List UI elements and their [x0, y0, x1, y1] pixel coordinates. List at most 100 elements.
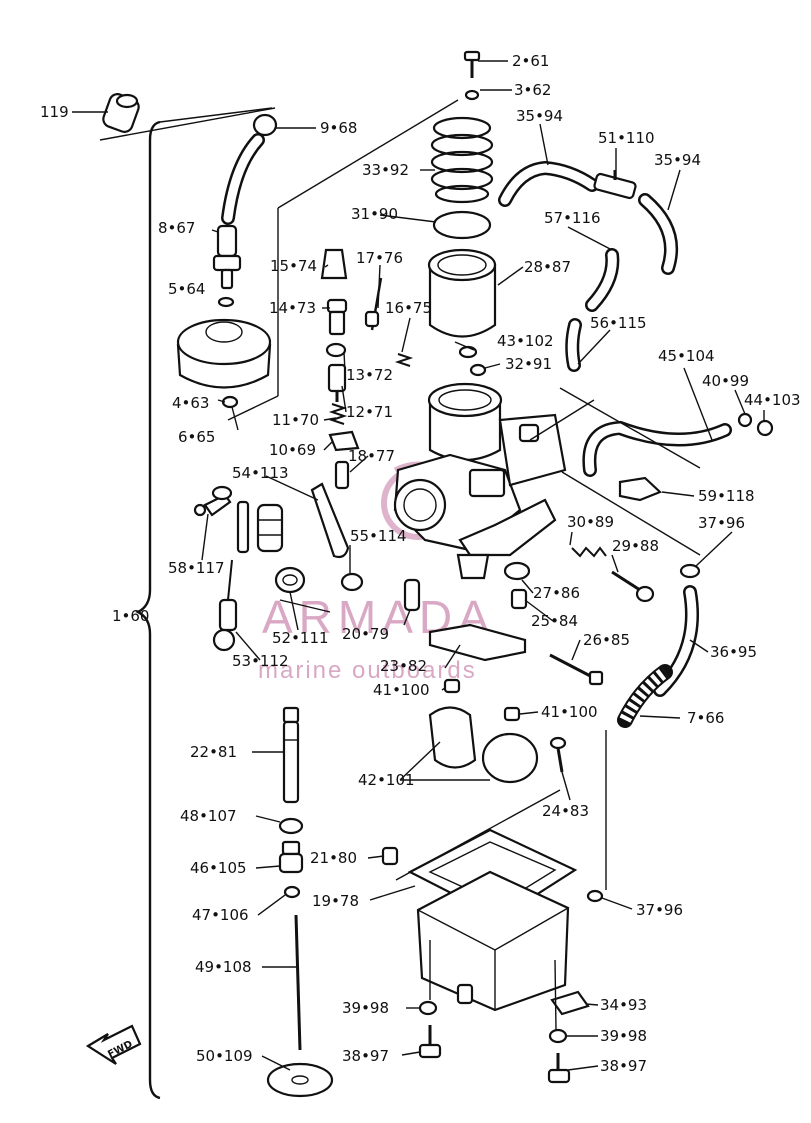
- callout-label: 30•89: [567, 513, 614, 531]
- part-clip-44: [756, 419, 774, 437]
- part-screw-38-right: [547, 1053, 571, 1084]
- callout-label: 38•97: [600, 1057, 647, 1075]
- callout-label: 49•108: [195, 958, 252, 976]
- part-bracket-10: [328, 430, 360, 452]
- part-hose-35-left: [498, 160, 599, 207]
- callout-label: 35•94: [516, 107, 563, 125]
- fwd-arrow-icon: [85, 1024, 142, 1065]
- part-hose-45: [582, 420, 732, 477]
- part-58: [193, 485, 233, 517]
- callout-label: 58•117: [168, 559, 225, 577]
- callout-label: 31•90: [351, 205, 398, 223]
- part-cable-53: [212, 500, 250, 652]
- part-washer-39-left: [418, 1000, 438, 1016]
- callout-label: 52•111: [272, 629, 329, 647]
- callout-label: 42•101: [358, 771, 415, 789]
- part-carb-body-1: [393, 382, 567, 580]
- callout-label: 53•112: [232, 652, 289, 670]
- callout-label: 3•62: [514, 81, 551, 99]
- callout-label: 28•87: [524, 258, 571, 276]
- callout-label: 18•77: [348, 447, 395, 465]
- callout-label: 33•92: [362, 161, 409, 179]
- callout-label: 16•75: [385, 299, 432, 317]
- callout-label: 47•106: [192, 906, 249, 924]
- callout-label: 26•85: [583, 631, 630, 649]
- part-spring-16: [394, 353, 414, 367]
- callout-label: 35•94: [654, 151, 701, 169]
- part-plug-119: [102, 93, 140, 133]
- part-screw-29: [611, 570, 655, 603]
- part-screw-24: [549, 736, 567, 773]
- part-fitting-8: [212, 224, 242, 290]
- callout-label: 22•81: [190, 743, 237, 761]
- callout-label: 36•95: [710, 643, 757, 661]
- callout-label: 54•113: [232, 464, 289, 482]
- callout-label: 38•97: [342, 1047, 389, 1065]
- part-float-bowl: [416, 870, 570, 1012]
- part-spring-30: [571, 546, 607, 558]
- part-rod-49: [294, 914, 302, 1051]
- part-hose-57: [585, 248, 620, 312]
- callout-label: 39•98: [342, 999, 389, 1017]
- part-corrugated-hose-7: [617, 664, 673, 728]
- callout-label: 24•83: [542, 802, 589, 820]
- part-hose-36: [653, 585, 699, 697]
- leader-lines: [72, 60, 765, 1071]
- part-41-right: [503, 706, 521, 722]
- part-25: [510, 588, 528, 610]
- callout-label: 7•66: [687, 709, 724, 727]
- part-bracket-59: [618, 476, 663, 502]
- callout-label: 5•64: [168, 280, 205, 298]
- part-choke-plunger: [256, 503, 284, 553]
- part-jet-20: [403, 578, 421, 612]
- part-15: [320, 248, 348, 280]
- callout-label: 10•69: [269, 441, 316, 459]
- part-13: [325, 342, 347, 358]
- callout-label: 40•99: [702, 372, 749, 390]
- callout-label: 45•104: [658, 347, 715, 365]
- part-washer-3: [464, 89, 480, 101]
- part-clip-37-bottom: [586, 889, 604, 903]
- part-washer-6: [221, 395, 239, 409]
- callout-label: 4•63: [172, 394, 209, 412]
- callout-label: 8•67: [158, 219, 195, 237]
- part-slide-28: [427, 248, 497, 338]
- part-nut-52: [274, 566, 306, 594]
- part-32: [469, 363, 487, 377]
- callout-label: 14•73: [269, 299, 316, 317]
- callout-label: 57•116: [544, 209, 601, 227]
- callout-label: 41•100: [541, 703, 598, 721]
- callout-label: 34•93: [600, 996, 647, 1014]
- callout-label: 1•60: [112, 607, 149, 625]
- callout-label: 15•74: [270, 257, 317, 275]
- callout-label: 41•100: [373, 681, 430, 699]
- part-12: [327, 363, 347, 402]
- part-43: [458, 345, 478, 359]
- callout-label: 25•84: [531, 612, 578, 630]
- part-clip-37-top: [679, 563, 701, 579]
- callout-label: 2•61: [512, 52, 549, 70]
- callout-label: 11•70: [272, 411, 319, 429]
- callout-label: 43•102: [497, 332, 554, 350]
- callout-label: 44•103: [744, 391, 801, 409]
- part-washer-39-right: [548, 1028, 568, 1044]
- callout-label: 39•98: [600, 1027, 647, 1045]
- callout-label: 17•76: [356, 249, 403, 267]
- part-spring-33: [430, 116, 494, 204]
- part-screw-18: [334, 460, 350, 490]
- callout-label: 12•71: [346, 403, 393, 421]
- part-spring-11: [328, 403, 348, 425]
- part-cap-9: [252, 113, 278, 137]
- part-hose-9: [221, 133, 265, 225]
- callout-label: 46•105: [190, 859, 247, 877]
- callout-label: 19•78: [312, 892, 359, 910]
- part-41-left: [443, 678, 461, 694]
- part-washer-50: [266, 1062, 334, 1098]
- callout-label: 37•96: [698, 514, 745, 532]
- part-oring-27: [503, 561, 531, 581]
- part-cap-31: [432, 210, 492, 240]
- part-float-42: [428, 706, 539, 784]
- watermark-tagline: marine outboards: [258, 657, 477, 684]
- part-oring-47: [283, 885, 301, 899]
